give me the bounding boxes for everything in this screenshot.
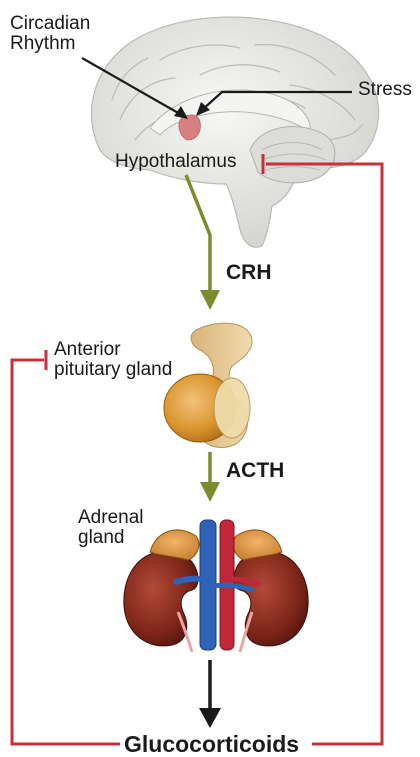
circadian-rhythm-label: Circadian Rhythm [10,14,90,54]
pituitary-illustration [164,323,252,447]
anterior-label-line1: Anterior [54,340,172,360]
pituitary-to-adrenal-arrow [200,452,220,502]
kidneys-illustration [124,520,308,652]
acth-label: ACTH [226,460,284,482]
brain-illustration [92,17,379,247]
adrenal-to-glucocorticoids-arrow [199,660,221,728]
adrenal-label-line2: gland [78,528,144,548]
stress-label: Stress [358,80,412,100]
adrenal-label-line1: Adrenal [78,508,144,528]
adrenal-gland-label: Adrenal gland [78,508,144,548]
crh-label: CRH [226,262,272,284]
anterior-label-line2: pituitary gland [54,360,172,380]
hypothalamus-label: Hypothalamus [115,152,236,172]
circadian-label-line1: Circadian [10,14,90,34]
glucocorticoids-label: Glucocorticoids [124,732,299,756]
hypothalamus-to-pituitary-arrow [186,175,220,310]
anterior-pituitary-label: Anterior pituitary gland [54,340,172,380]
feedback-to-hypothalamus-line [263,154,382,744]
circadian-label-line2: Rhythm [10,34,90,54]
